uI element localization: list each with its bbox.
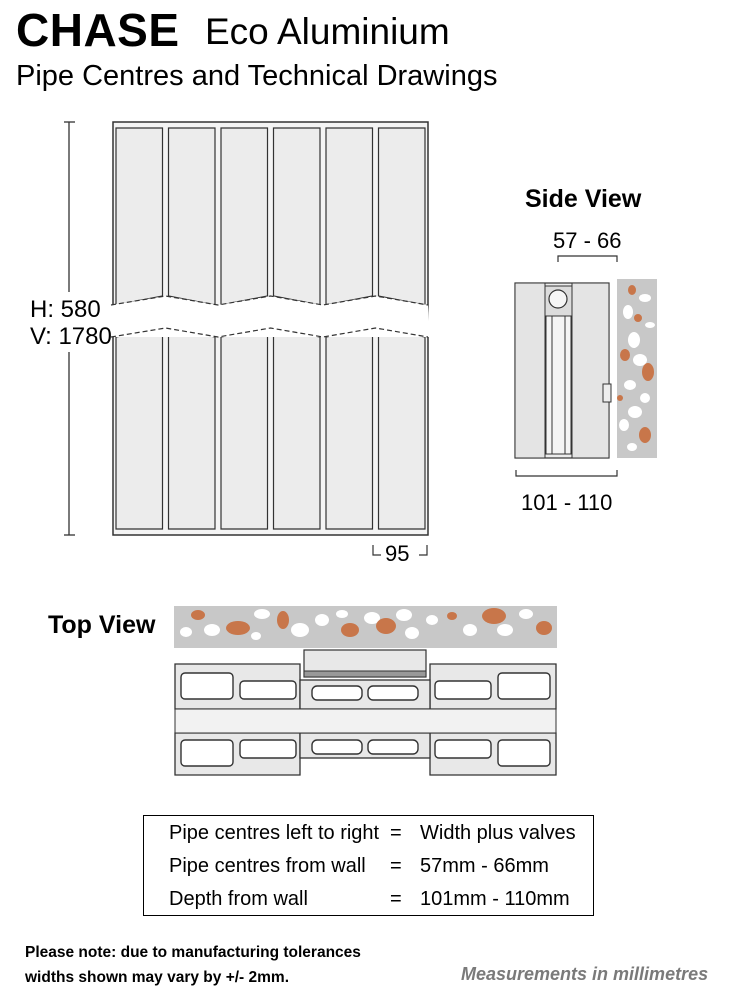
wall-aggregate	[624, 380, 636, 390]
wall-aggregate	[634, 314, 642, 322]
front-section-lower	[115, 327, 164, 530]
wall-aggregate	[623, 305, 633, 319]
break-line	[110, 295, 429, 306]
wall-aggregate	[619, 419, 629, 431]
wall-aggregate	[396, 609, 412, 621]
page-subtitle: Pipe Centres and Technical Drawings	[16, 60, 498, 92]
wall-aggregate	[204, 624, 220, 636]
top-view-title: Top View	[48, 611, 156, 639]
wall-aggregate	[315, 614, 329, 626]
front-section-upper	[115, 127, 164, 306]
measurement-units-note: Measurements in millimetres	[461, 964, 709, 984]
front-section-upper	[272, 127, 321, 306]
wall-aggregate	[364, 612, 380, 624]
wall-aggregate	[620, 349, 630, 361]
wall-aggregate	[180, 627, 192, 637]
wall-aggregate	[226, 621, 250, 635]
section-width-dimension	[372, 545, 428, 556]
wall-aggregate	[633, 354, 647, 366]
wall-aggregate	[627, 443, 637, 451]
wall-aggregate	[277, 611, 289, 629]
wall-aggregate	[639, 294, 651, 302]
note-line1: due to manufacturing tolerances	[116, 944, 361, 961]
front-section-upper	[325, 127, 374, 306]
wall-aggregate	[447, 612, 457, 620]
wall-aggregate	[645, 322, 655, 328]
spec-equals: =	[390, 855, 402, 877]
side-view-drawing	[514, 255, 657, 477]
note-line2: widths shown may vary by +/- 2mm.	[25, 969, 290, 986]
wall-aggregate	[628, 332, 640, 348]
spec-value: 101mm - 110mm	[420, 888, 570, 910]
top-view-drawing	[174, 606, 557, 776]
wall-aggregate	[628, 285, 636, 295]
front-section-upper	[220, 127, 269, 306]
front-section-lower	[272, 327, 321, 530]
wall-aggregate	[640, 393, 650, 403]
wall-aggregate	[463, 624, 477, 636]
wall-aggregate	[519, 609, 533, 619]
break-gap	[111, 296, 430, 337]
wall-aggregate	[642, 363, 654, 381]
wall-aggregate	[251, 632, 261, 640]
wall-aggregate	[639, 427, 651, 443]
wall-aggregate	[482, 608, 506, 624]
spec-equals: =	[390, 822, 402, 844]
section-width-label: 95	[385, 541, 410, 566]
tolerance-note: Please note: due to manufacturing tolera…	[25, 940, 361, 990]
pipe-centres-dimension-label: 57 - 66	[553, 228, 622, 253]
spec-value: 57mm - 66mm	[420, 855, 549, 877]
side-view-title: Side View	[525, 185, 642, 213]
wall-aggregate	[628, 406, 642, 418]
wall-aggregate	[376, 618, 396, 634]
front-height-dimension	[64, 121, 75, 536]
wall-aggregate	[341, 623, 359, 637]
brand-title: CHASE	[16, 4, 180, 56]
break-line	[110, 327, 429, 338]
wall-aggregate	[254, 609, 270, 619]
product-name: Eco Aluminium	[205, 11, 450, 52]
depth-dimension-label: 101 - 110	[521, 490, 613, 515]
front-height-label-v: V: 1780	[30, 323, 112, 350]
specifications-table: Pipe centres left to right = Width plus …	[143, 815, 594, 916]
front-section-lower	[377, 327, 426, 530]
front-height-label-h: H: 580	[30, 296, 101, 323]
wall-aggregate	[291, 623, 309, 637]
wall-aggregate	[497, 624, 513, 636]
spec-label: Depth from wall	[169, 888, 308, 910]
front-section-upper	[377, 127, 426, 306]
spec-equals: =	[390, 888, 402, 910]
front-section-lower	[325, 327, 374, 530]
wall-aggregate	[191, 610, 205, 620]
wall-aggregate	[617, 395, 623, 401]
wall-aggregate	[426, 615, 438, 625]
wall-aggregate	[336, 610, 348, 618]
note-label: Please note:	[25, 944, 117, 961]
spec-label: Pipe centres from wall	[169, 855, 366, 877]
spec-label: Pipe centres left to right	[169, 822, 380, 844]
wall-aggregate	[536, 621, 552, 635]
front-view-radiator	[110, 121, 430, 536]
front-section-upper	[167, 127, 216, 306]
front-section-lower	[167, 327, 216, 530]
wall-aggregate	[405, 627, 419, 639]
front-section-lower	[220, 327, 269, 530]
spec-value: Width plus valves	[420, 822, 576, 844]
